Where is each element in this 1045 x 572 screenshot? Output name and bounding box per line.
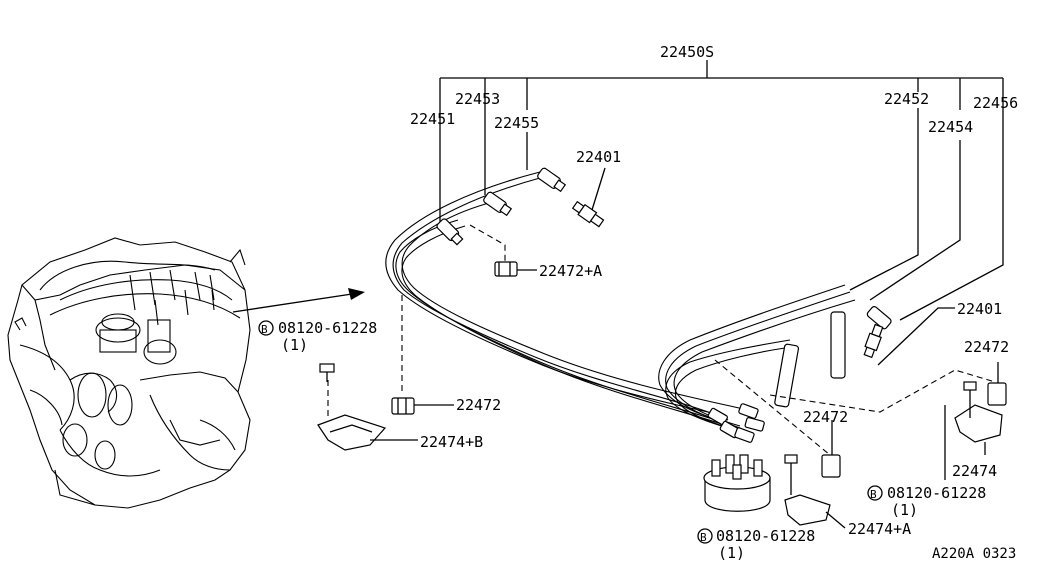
label-22455: 22455 bbox=[494, 114, 539, 132]
bolt-qty: (1) bbox=[891, 501, 918, 519]
bracket-main-group bbox=[769, 362, 1007, 480]
bolt-circle-letter: B bbox=[700, 531, 707, 544]
wire-connectors bbox=[436, 167, 892, 443]
distributor-cap-icon bbox=[703, 454, 771, 512]
bolt-code: 08120-61228 bbox=[887, 484, 986, 502]
label-22456: 22456 bbox=[973, 94, 1018, 112]
callout-labels: 22450S 22453 22451 22455 22401 22452 224… bbox=[410, 43, 1018, 538]
label-22401-right: 22401 bbox=[957, 300, 1002, 318]
label-22451: 22451 bbox=[410, 110, 455, 128]
label-22450s: 22450S bbox=[660, 43, 714, 61]
bolt-qty: (1) bbox=[281, 336, 308, 354]
bolt-callout-bottom: B 08120-61228 (1) bbox=[697, 527, 815, 562]
label-22474: 22474 bbox=[952, 462, 997, 480]
label-22472-a: 22472+A bbox=[539, 262, 602, 280]
label-22452: 22452 bbox=[884, 90, 929, 108]
label-22454: 22454 bbox=[928, 118, 973, 136]
bracket-a-group bbox=[714, 359, 846, 529]
label-22472-center: 22472 bbox=[803, 408, 848, 426]
bolt-callout-right: B 08120-61228 (1) bbox=[867, 484, 986, 519]
label-22453: 22453 bbox=[455, 90, 500, 108]
bolt-circle-letter: B bbox=[870, 488, 877, 501]
bolt-icon bbox=[963, 381, 977, 418]
label-22474-b: 22474+B bbox=[420, 433, 483, 451]
bracket-b-group bbox=[317, 295, 454, 451]
bolt-qty: (1) bbox=[718, 544, 745, 562]
pointer-arrow bbox=[232, 288, 365, 313]
label-22472-right: 22472 bbox=[964, 338, 1009, 356]
spark-plug-icon bbox=[571, 167, 955, 366]
clip-icon bbox=[469, 224, 537, 277]
bolt-icon bbox=[319, 363, 335, 382]
bolt-callout-left: B 08120-61228 (1) bbox=[258, 319, 377, 354]
engine-illustration bbox=[7, 237, 251, 509]
bolt-circle-letter: B bbox=[261, 323, 268, 336]
label-22474-a: 22474+A bbox=[848, 520, 911, 538]
harness-bracket bbox=[439, 60, 1004, 321]
ignition-wires bbox=[385, 171, 856, 433]
bolt-code: 08120-61228 bbox=[716, 527, 815, 545]
label-22472-left: 22472 bbox=[456, 396, 501, 414]
bolt-icon bbox=[784, 454, 798, 495]
bolt-code: 08120-61228 bbox=[278, 319, 377, 337]
label-22401-top: 22401 bbox=[576, 148, 621, 166]
diagram-reference-id: A220A 0323 bbox=[932, 546, 1016, 562]
